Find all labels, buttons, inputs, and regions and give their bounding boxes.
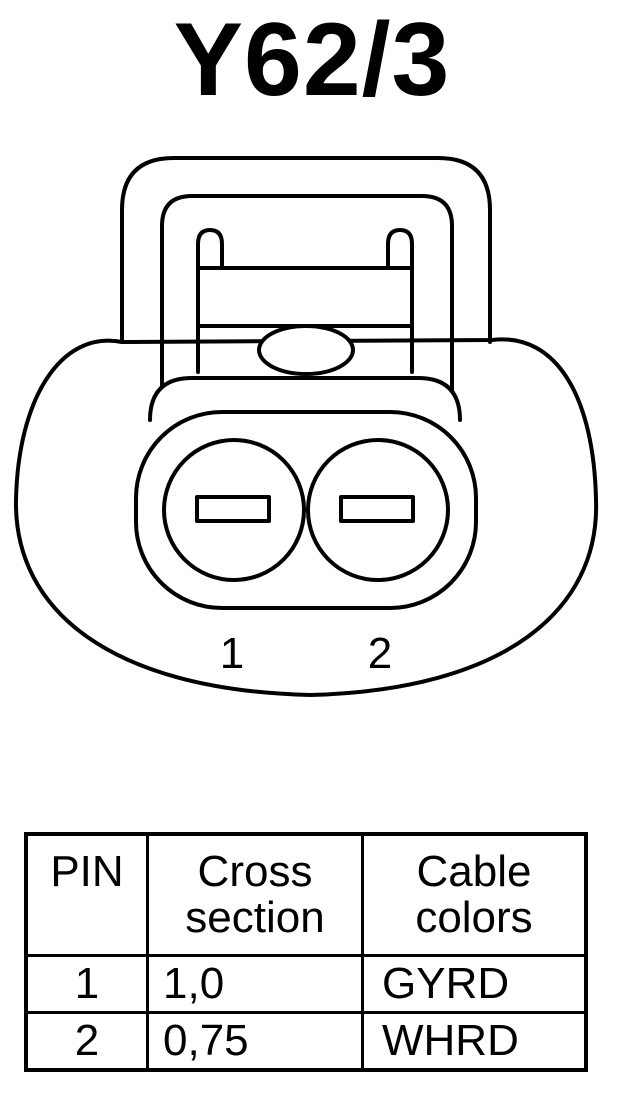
row-2-cross-section: 0,75 (146, 1011, 364, 1072)
row-2-pin: 2 (24, 1011, 149, 1072)
header-cable-colors: Cable colors (361, 832, 588, 957)
pin-1-label: 1 (220, 629, 244, 678)
row-1-cross-section: 1,0 (146, 954, 364, 1014)
header-cross-section: Cross section (146, 832, 364, 957)
latch-tab-left (196, 228, 224, 270)
pin-table: PIN Cross section Cable colors 1 1,0 GYR… (24, 832, 588, 1072)
connector-title: Y62/3 (173, 2, 451, 118)
row-2-cable-colors: WHRD (361, 1011, 588, 1072)
table-row: 2 0,75 WHRD (24, 1011, 588, 1072)
pin-2-label: 2 (368, 629, 392, 678)
header-pin: PIN (24, 832, 149, 957)
latch-outer (120, 156, 492, 344)
table-header-row: PIN Cross section Cable colors (24, 832, 588, 957)
pin-1-terminal (195, 495, 271, 523)
housing-shoulder (148, 376, 462, 422)
latch-inner (160, 194, 454, 392)
connector-housing (13, 337, 599, 697)
table-row: 1 1,0 GYRD (24, 954, 588, 1014)
latch-button (257, 324, 355, 376)
row-1-cable-colors: GYRD (361, 954, 588, 1014)
pin-2-terminal (339, 495, 415, 523)
latch-tab-right (386, 228, 414, 270)
row-1-pin: 1 (24, 954, 149, 1014)
connector-diagram: 1 2 (13, 156, 599, 697)
